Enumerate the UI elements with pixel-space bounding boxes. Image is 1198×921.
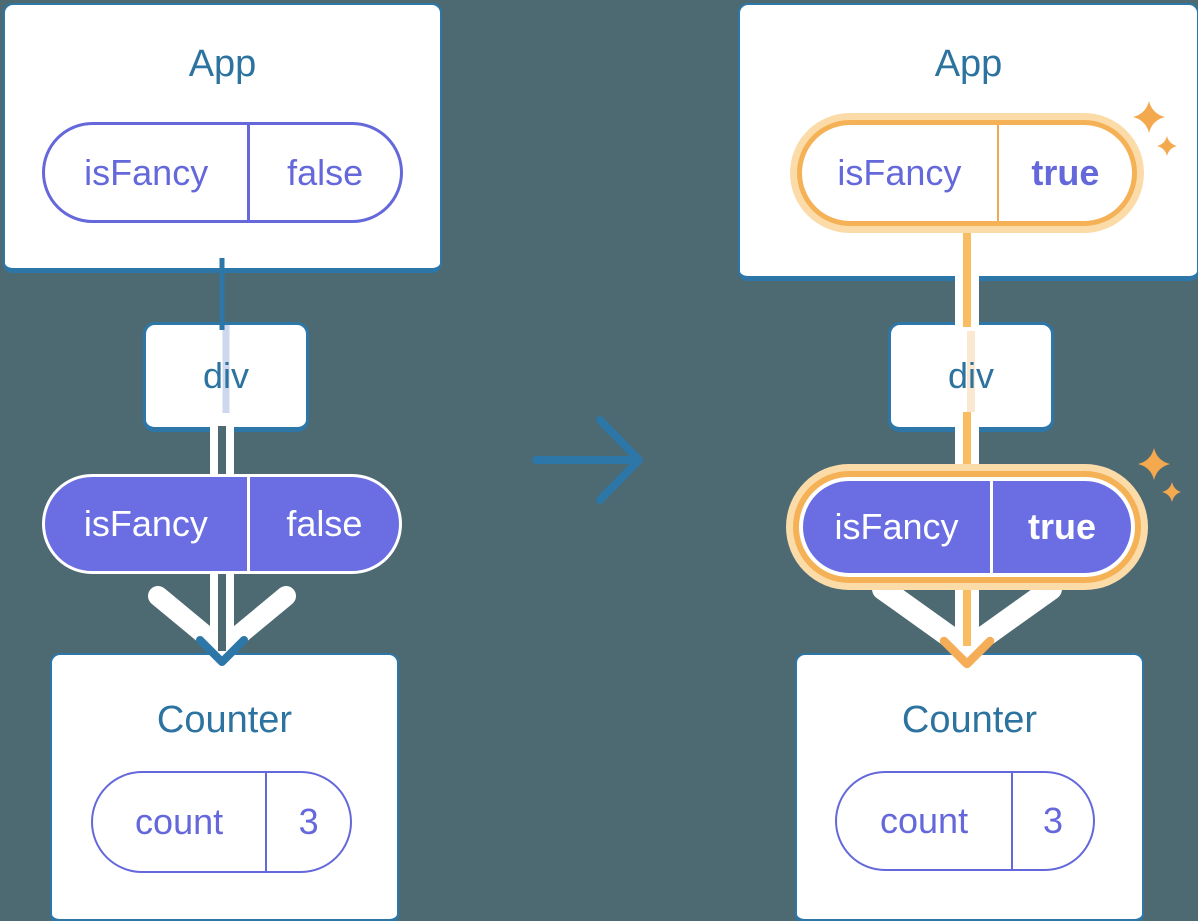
right-provide-chevron-icon [872, 578, 1062, 660]
left-app-prop-pill: isFancy false [42, 122, 403, 223]
state-value: 3 [1043, 800, 1064, 841]
right-app-title: App [934, 43, 1003, 85]
right-context-pill: isFancy true [799, 477, 1135, 577]
state-name: count [880, 800, 969, 841]
right-div-label: div [947, 355, 995, 396]
prop-name: isFancy [84, 151, 209, 193]
context-value: true [1027, 506, 1096, 547]
pill-divider [1011, 773, 1014, 869]
context-name: isFancy [83, 503, 208, 544]
right-count-pill: count 3 [835, 771, 1095, 871]
context-name: isFancy [834, 506, 959, 547]
right-counter-title: Counter [901, 699, 1038, 741]
pill-divider [989, 481, 993, 573]
right-div-node: div [888, 322, 1054, 432]
state-name: count [135, 801, 224, 842]
left-counter-card: Counter count 3 [50, 653, 399, 921]
prop-name: isFancy [837, 152, 962, 193]
left-count-pill: count 3 [91, 771, 352, 873]
left-provide-chevron-icon [148, 586, 296, 659]
pill-divider [265, 773, 268, 871]
sparkle-icon [1138, 448, 1181, 502]
left-counter-title: Counter [156, 699, 293, 741]
left-app-title: App [188, 43, 257, 85]
right-app-prop-pill: isFancy true [797, 120, 1137, 226]
context-value: false [286, 503, 363, 544]
prop-value: false [287, 151, 364, 193]
pill-divider [247, 125, 251, 220]
left-div-label: div [202, 355, 250, 396]
pill-divider [996, 125, 999, 221]
right-counter-card: Counter count 3 [795, 653, 1144, 921]
left-div-node: div [143, 322, 309, 432]
transition-arrow-icon [532, 416, 643, 504]
prop-value: true [1031, 152, 1100, 193]
left-context-pill: isFancy false [42, 474, 402, 574]
left-div-faded-line [222, 325, 230, 427]
right-div-faded-line [967, 325, 975, 427]
state-value: 3 [298, 801, 319, 842]
pill-divider [246, 477, 250, 571]
